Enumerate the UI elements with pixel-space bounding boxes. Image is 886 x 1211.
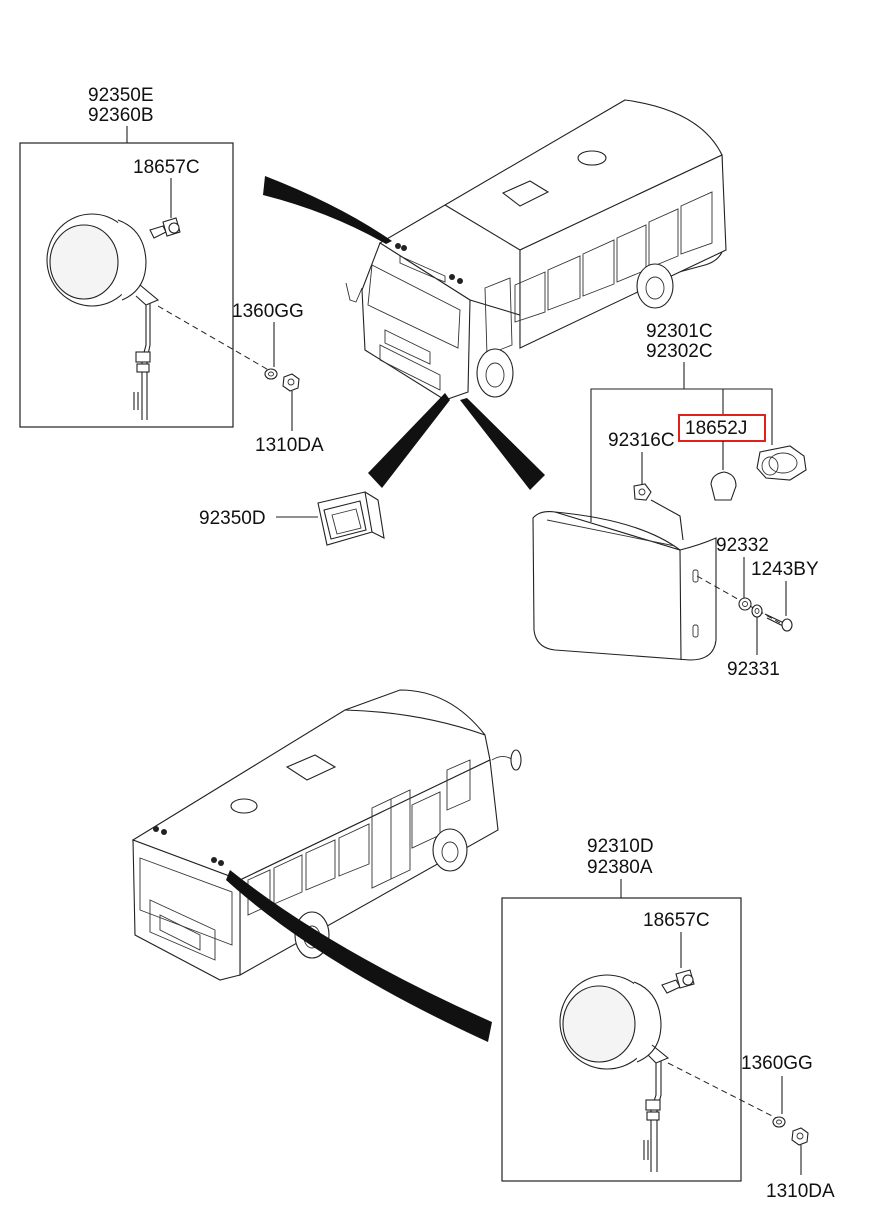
label-front-fog-lamp-assy-a: 92350E (88, 85, 154, 106)
side-washer-92331 (751, 604, 763, 618)
side-socket-holder (756, 445, 807, 481)
pointer-band-front-lamp (263, 176, 392, 244)
label-side-washer: 92331 (727, 659, 780, 680)
pointer-band-rear-lamp (226, 870, 492, 1042)
rear-lamp-box (501, 897, 742, 1182)
label-side-socket: 92316C (608, 430, 675, 451)
label-side-bulb: 18652J (685, 418, 747, 439)
side-bulb-18652j (710, 441, 737, 501)
label-front-bulb: 18657C (133, 157, 200, 178)
bus-front-illustration (345, 99, 727, 401)
rear-bulb-18657c (661, 969, 695, 994)
highlight-bulb-18652j (678, 414, 766, 442)
front-fog-lamp-assembly (46, 213, 160, 420)
side-gasket-92332 (738, 597, 752, 611)
rear-nut-1310da (791, 1127, 809, 1146)
label-side-lamp-assy-b: 92302C (646, 341, 713, 362)
label-rear-nut-1: 1360GG (741, 1053, 813, 1074)
label-side-screw: 1243BY (751, 559, 819, 580)
label-rear-lamp-assy-b: 92380A (587, 857, 653, 878)
label-side-lamp-assy-a: 92301C (646, 321, 713, 342)
label-rear-bulb: 18657C (643, 910, 710, 931)
front-bulb-18657c (149, 217, 181, 239)
rear-fog-lamp-assembly (559, 974, 670, 1172)
rear-nut-1360gg (772, 1116, 786, 1128)
label-rear-lamp-assy-a: 92310D (587, 836, 654, 857)
front-nut-1360gg (264, 368, 278, 380)
side-socket-92316c (633, 483, 652, 501)
label-rear-nut-2: 1310DA (766, 1181, 835, 1202)
side-screw-1243by (764, 613, 793, 632)
side-lamp-lens (532, 511, 717, 661)
label-front-nut-1: 1360GG (232, 301, 304, 322)
bus-rear-illustration (131, 689, 522, 981)
label-front-nut-2: 1310DA (255, 435, 324, 456)
pointer-band-cover (368, 393, 450, 488)
cover-92350d (317, 491, 385, 546)
label-front-fog-lamp-assy-b: 92360B (88, 105, 154, 126)
label-side-gasket: 92332 (716, 535, 769, 556)
front-nut-1310da (282, 373, 300, 392)
label-cover: 92350D (199, 508, 266, 529)
pointer-band-side-lamp (460, 398, 545, 490)
